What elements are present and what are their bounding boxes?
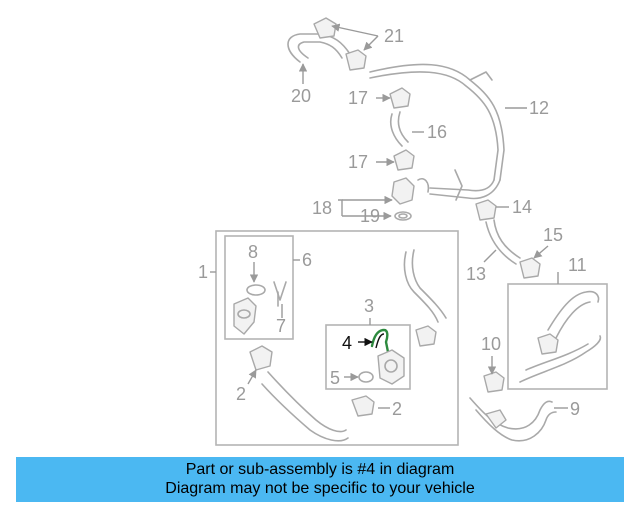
assembly-box-1 [215,230,459,446]
info-banner: Part or sub-assembly is #4 in diagram Di… [16,457,624,502]
clamp-21b [345,49,367,71]
banner-line-part-number: Part or sub-assembly is #4 in diagram [185,461,455,478]
clamp-upper-right [415,325,437,347]
hose-16 [389,111,409,147]
clamp-10 [483,371,505,393]
callout-3: 3 [364,296,374,316]
gasket-8 [246,284,266,296]
water-pump-3 [377,349,405,385]
callout-7: 7 [276,316,286,336]
bracket-7 [273,281,287,307]
gasket-5 [358,371,374,383]
callout-2b: 2 [392,399,402,419]
callout-21: 21 [384,26,404,46]
clamp-14 [475,199,497,221]
hose-9 [469,397,557,442]
subassembly-box-3 [325,324,411,390]
fitting-18 [391,177,415,205]
callout-4: 4 [342,333,352,353]
callout-15: 15 [543,225,563,245]
hose-upper-right [403,249,447,323]
subassembly-box-6 [224,235,294,340]
pipe-11 [519,335,602,383]
clamp-17b [393,149,415,171]
callout-6: 6 [302,250,312,270]
clamp-2b [351,395,375,417]
callout-2a: 2 [236,384,246,404]
thermostat-housing-6 [233,297,257,335]
o-ring-19 [394,211,412,221]
callout-17b: 17 [348,152,368,172]
callout-5: 5 [330,368,340,388]
pipe-12 [369,63,505,201]
callout-10: 10 [481,334,501,354]
callout-16: 16 [427,122,447,142]
callout-20: 20 [291,86,311,106]
callout-1: 1 [198,262,208,282]
hose-20 [287,33,351,63]
hose-11 [547,290,600,339]
clamp-15 [519,257,541,279]
callout-19: 19 [360,206,380,226]
clamp-21a [313,17,337,39]
hose-large [261,371,349,442]
callout-17a: 17 [348,88,368,108]
callout-13: 13 [466,264,486,284]
callout-12: 12 [529,98,549,118]
callout-14: 14 [512,197,532,217]
clamp-2a [249,345,273,371]
clamp-11 [537,333,559,355]
hose-13 [485,219,521,265]
callout-8: 8 [248,242,258,262]
banner-line-disclaimer: Diagram may not be specific to your vehi… [165,480,475,497]
callout-11: 11 [568,255,587,275]
callout-9: 9 [570,399,580,419]
callout-18: 18 [312,198,332,218]
part-4-highlighted [370,328,390,354]
clamp-17a [389,87,411,109]
